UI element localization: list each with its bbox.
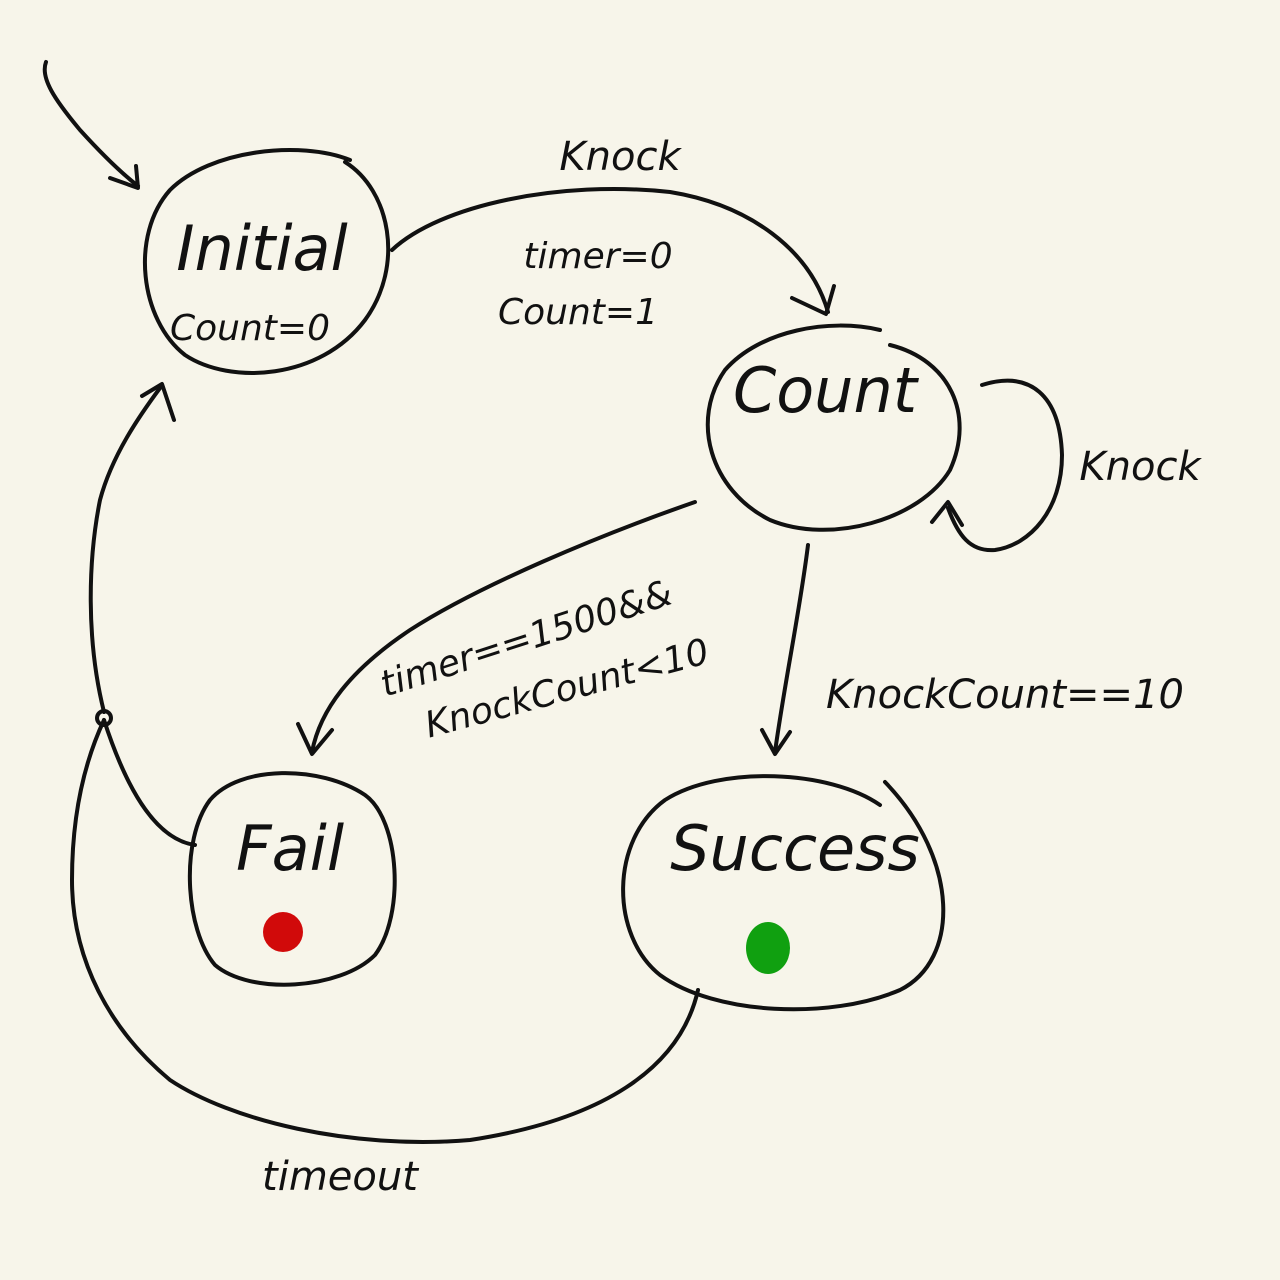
- state-initial-label: Initial: [176, 212, 348, 285]
- transition-fail-to-initial: [102, 718, 197, 847]
- transition-merge-to-initial: [88, 382, 176, 727]
- transition-initial-to-count-action-1: timer=0: [523, 236, 672, 277]
- state-fail-label: Fail: [236, 812, 344, 885]
- transition-count-self-loop: Knock: [930, 378, 1202, 553]
- state-initial: Initial Count=0: [143, 148, 391, 375]
- state-count-label: Count: [733, 354, 920, 427]
- transition-count-to-fail: timer==1500&& KnockCount<10: [296, 500, 713, 756]
- fail-indicator-dot: [263, 912, 303, 952]
- start-arrow: [42, 60, 140, 190]
- transition-initial-to-count-action-2: Count=1: [498, 292, 658, 333]
- transition-initial-to-count: Knock timer=0 Count=1: [390, 134, 836, 333]
- state-success-label: Success: [670, 812, 920, 885]
- state-fail: Fail: [187, 771, 397, 987]
- transition-count-to-success: KnockCount==10: [760, 543, 1184, 756]
- transition-success-to-initial-event: timeout: [262, 1154, 419, 1200]
- transition-initial-to-count-event: Knock: [559, 134, 682, 180]
- transition-success-to-initial: timeout: [70, 718, 700, 1200]
- transition-count-to-success-guard: KnockCount==10: [826, 672, 1184, 718]
- state-count: Count: [705, 323, 962, 532]
- state-initial-detail: Count=0: [170, 308, 330, 349]
- success-indicator-dot: [746, 922, 790, 974]
- transition-count-self-loop-event: Knock: [1079, 444, 1202, 490]
- state-success: Success: [621, 774, 946, 1012]
